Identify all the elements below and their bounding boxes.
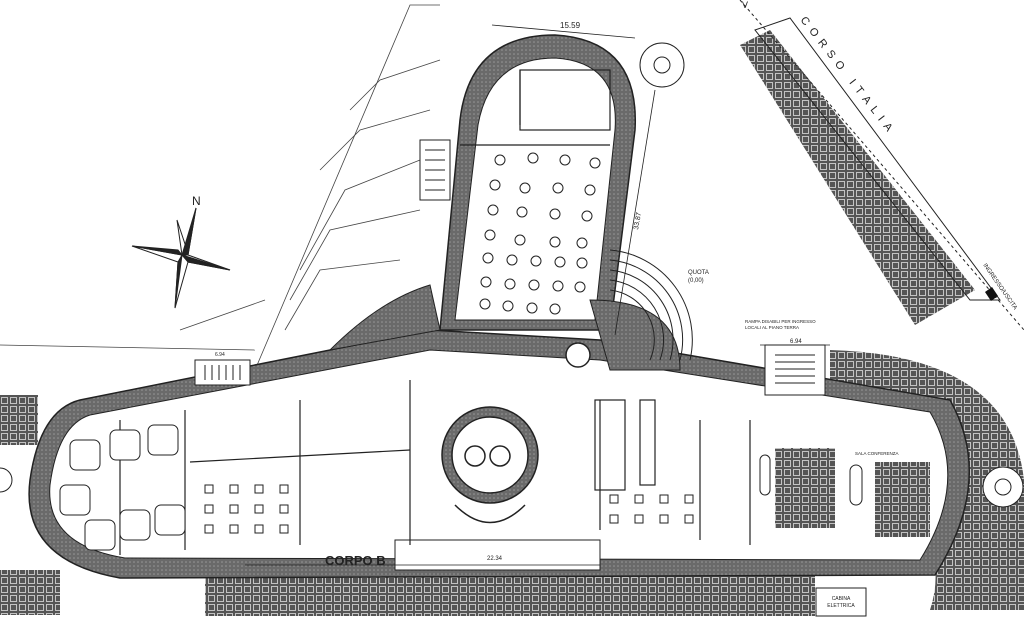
dim-tower-length: 33.87 [633, 212, 643, 231]
quota-label: QUOTA [688, 270, 709, 276]
dimension-lines [245, 24, 830, 566]
cabin-label-2: ELETTRICA [827, 603, 855, 609]
north-arrow-icon [131, 207, 231, 309]
dim-corpo-b: 22.34 [487, 556, 503, 562]
conference-label: SALA CONFERENZA [855, 451, 899, 456]
tower-tables [479, 152, 601, 315]
dim-top-width: 15.59 [560, 21, 581, 30]
spiral-stairs [0, 42, 1024, 508]
cabin-label-1: CABINA [832, 596, 851, 602]
wing-furniture [59, 424, 694, 551]
corso-italia-strip [739, 0, 1024, 331]
ramp-note-1: RAMPA DISABILI PER INGRESSO [745, 319, 816, 324]
building-walls [28, 34, 971, 579]
ramp-note-2: LOCALI AL PIANO TERRA [745, 325, 799, 330]
dim-ramp: 6.94 [790, 339, 802, 345]
left-paving-bottom [0, 570, 60, 615]
wing-label: CORPO B [325, 553, 386, 568]
dim-left-stair: 6.94 [215, 352, 225, 358]
left-paving [0, 395, 38, 445]
central-rotunda [441, 342, 591, 524]
terrain-contours [0, 4, 441, 371]
internal-partitions [119, 69, 751, 555]
street-corner: V [742, 0, 748, 10]
entrance-arrow-icon [985, 287, 998, 301]
north-label: N [192, 194, 201, 208]
conference-seating [759, 448, 930, 537]
quota-value: (0,00) [688, 278, 704, 284]
stair-blocks [194, 139, 826, 396]
electrical-cabin: CABINA ELETTRICA [815, 587, 867, 617]
